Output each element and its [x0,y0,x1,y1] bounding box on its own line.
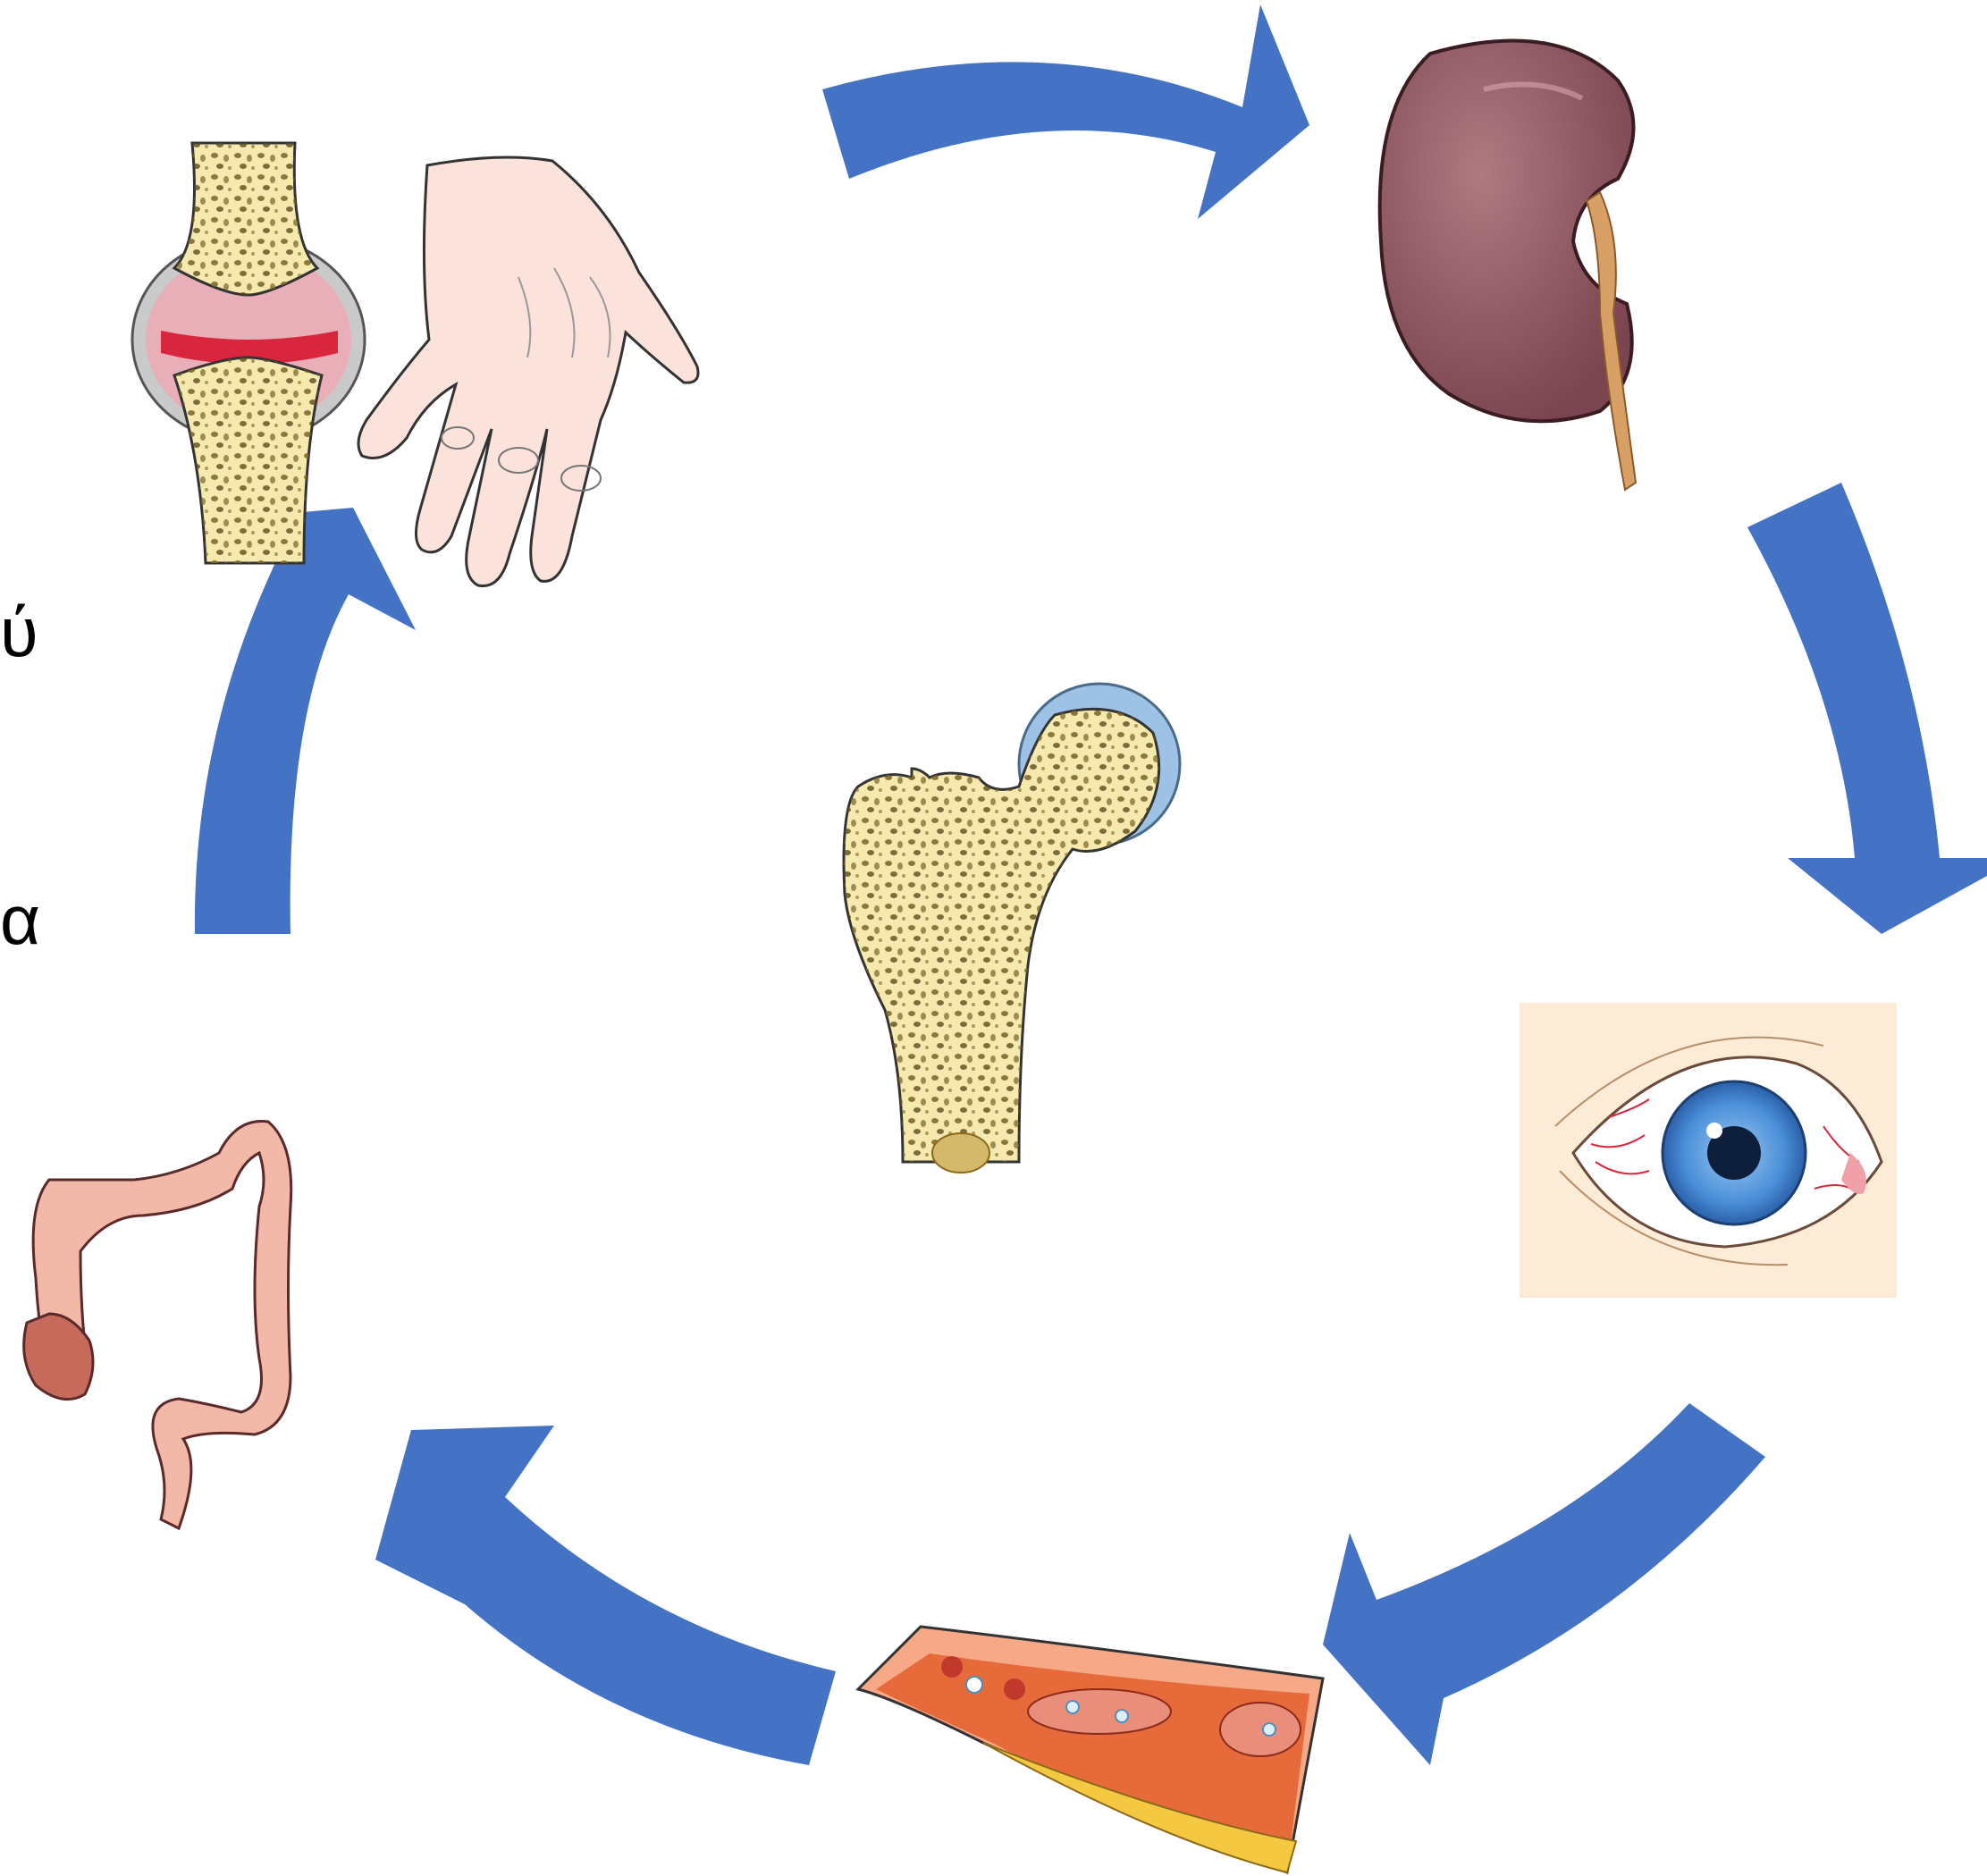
hand-icon [358,157,698,586]
arrow-bottom-left [375,1426,836,1765]
kidney-icon [1380,40,1636,490]
arrow-bottom-right [1323,1403,1765,1765]
eye-icon [1520,1003,1897,1298]
joint-icon [132,143,365,563]
colon-icon [24,1121,291,1528]
femur-icon [844,684,1180,1173]
artery-icon [858,1627,1323,1872]
arrow-left [195,508,416,934]
arrow-right [1747,483,1987,934]
arrow-top [822,4,1309,219]
